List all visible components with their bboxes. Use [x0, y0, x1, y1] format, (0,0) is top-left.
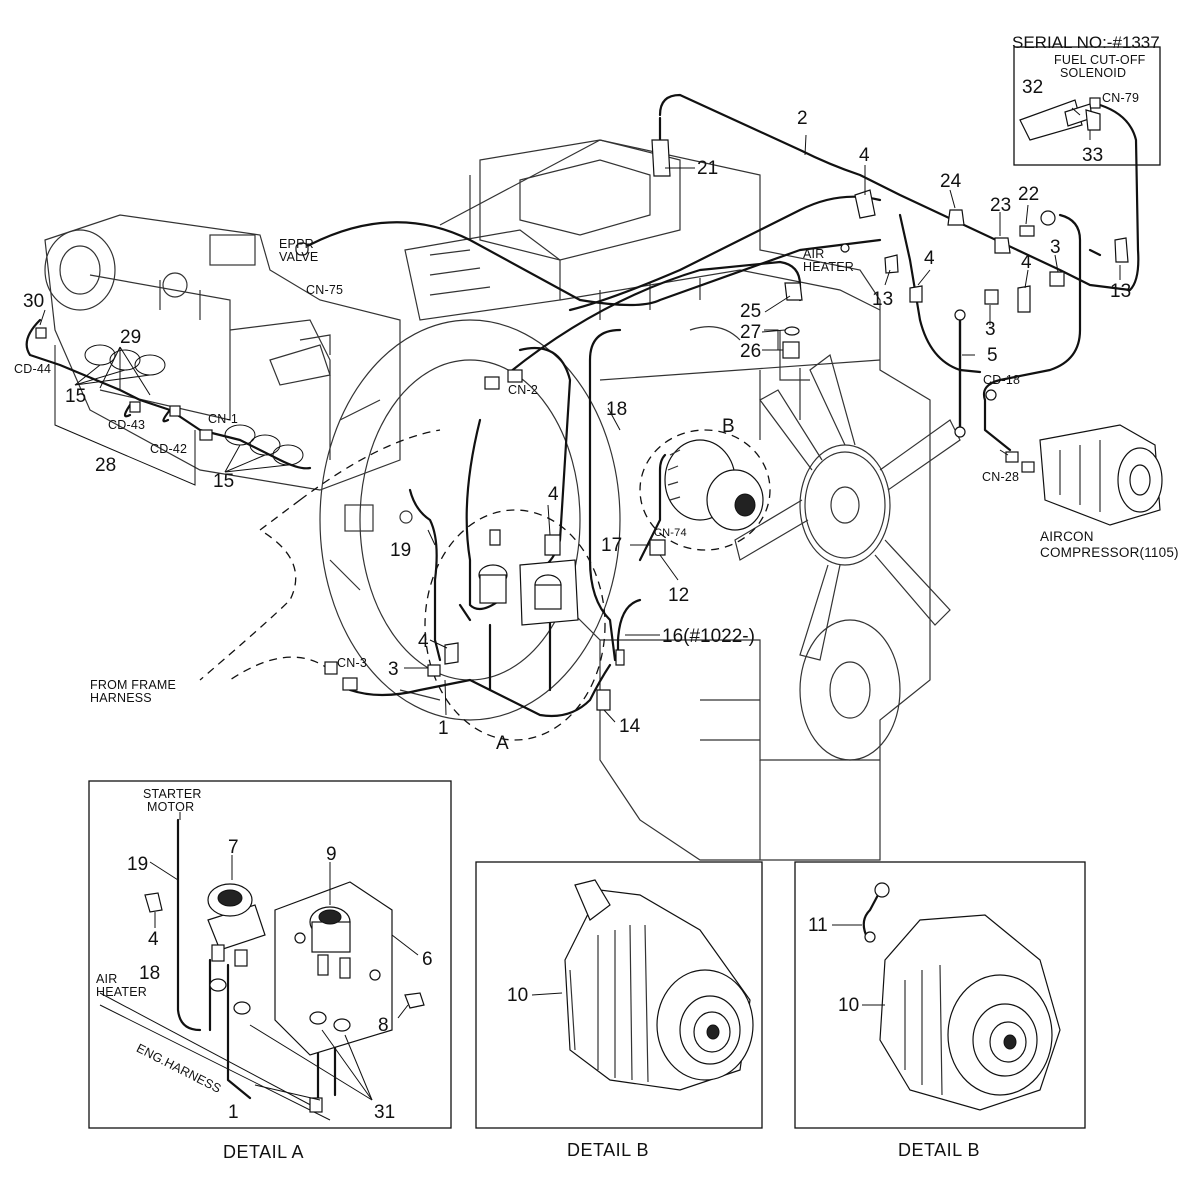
part-label-4c: 4: [1021, 252, 1032, 273]
part-label-4d: 4: [548, 484, 559, 505]
compressor-note: COMPRESSOR(1105): [1040, 545, 1179, 560]
detail-a-label-9: 9: [326, 844, 337, 865]
part-label-4b: 4: [924, 248, 935, 269]
part-5-rod: [954, 309, 966, 438]
part-label-28: 28: [95, 455, 117, 476]
detail-a-label-8: 8: [378, 1015, 389, 1036]
part-label-12: 12: [668, 585, 690, 606]
part-label-25: 25: [740, 301, 762, 322]
solenoid-note: SOLENOID: [1060, 66, 1127, 80]
part-label-30: 30: [23, 291, 45, 312]
detail-a-drawing: [99, 812, 425, 1121]
detail-b1-alternator: [531, 879, 754, 1091]
hydraulic-pump-outline: [44, 214, 401, 491]
detail-a-frame: [88, 780, 452, 1129]
part-label-23: 23: [990, 195, 1012, 216]
part-label-22: 22: [1018, 184, 1040, 205]
eppr-valve-note-eppr: EPPR: [279, 237, 314, 251]
detail-b2-alternator: [832, 882, 1061, 1111]
connector-label-cn2: CN-2: [508, 383, 538, 397]
connector-label-cd44: CD-44: [14, 362, 52, 376]
part-label-b: B: [722, 416, 735, 437]
frame-harness-dashed-line: [199, 429, 441, 681]
part-label-13b: 13: [1110, 281, 1132, 302]
part-label-17: 17: [601, 535, 623, 556]
starter-relays-main: [478, 559, 579, 626]
part-label-4e: 4: [418, 631, 429, 652]
part-label-16: 16(#1022-): [662, 626, 755, 647]
alternator-main: [664, 439, 764, 531]
air-heater-a-note-air: AIR: [96, 972, 118, 986]
caption-detail-b1: DETAIL B: [567, 1140, 650, 1160]
fuel-cutoff-note: FUEL CUT-OFF: [1054, 53, 1146, 67]
aircon-note: AIRCON: [1040, 529, 1094, 544]
detail-b2-label-11: 11: [808, 915, 828, 936]
part-label-3a: 3: [1050, 237, 1061, 258]
serial-number-box: [1013, 46, 1161, 166]
detail-a-label-7: 7: [228, 837, 239, 858]
detail-b1-frame: [475, 861, 763, 1129]
caption-detail-b2: DETAIL B: [898, 1140, 981, 1160]
fuel-cutoff-solenoid: [1019, 99, 1101, 141]
clip-brackets: [444, 189, 1129, 665]
part-label-13a: 13: [872, 289, 894, 310]
part-label-29: 29: [120, 327, 142, 348]
air-heater-note-heater: HEATER: [803, 260, 854, 274]
connector-label-cd43: CD-43: [108, 418, 146, 432]
connector-label-cn1: CN-1: [208, 412, 238, 426]
detail-a-label-18: 18: [139, 963, 161, 984]
part-label-15a: 15: [65, 386, 87, 407]
air-heater-a-note-heater: HEATER: [96, 985, 147, 999]
part-label-33: 33: [1082, 145, 1104, 166]
connector-label-cn79: CN-79: [1102, 91, 1140, 105]
detail-a-label-1: 1: [228, 1102, 239, 1123]
eppr-valve-note-valve: VALVE: [279, 250, 319, 264]
detail-b-callout-circle: [639, 429, 771, 551]
part-label-2: 2: [797, 108, 808, 129]
air-heater-note-air: AIR: [803, 247, 825, 261]
connector-blocks: [35, 97, 1101, 711]
connector-label-cn3: CN-3: [337, 656, 367, 670]
part-label-24: 24: [940, 171, 962, 192]
detail-a-label-4: 4: [148, 929, 159, 950]
part-label-27: 27: [740, 322, 762, 343]
connector-label-cn74: CN-74: [654, 527, 687, 539]
motor-note: MOTOR: [147, 800, 195, 814]
caption-detail-a: DETAIL A: [223, 1142, 305, 1162]
part-label-3c: 3: [388, 659, 399, 680]
detail-a-callout-circle: [424, 509, 606, 741]
part-label-3b: 3: [985, 319, 996, 340]
connector-label-cn28: CN-28: [982, 470, 1020, 484]
part-label-19: 19: [390, 540, 412, 561]
harness-note: HARNESS: [90, 691, 152, 705]
connector-label-cn75: CN-75: [306, 283, 344, 297]
part-label-a: A: [496, 733, 509, 754]
connector-label-cd42: CD-42: [150, 442, 188, 456]
part-label-5: 5: [987, 345, 998, 366]
detail-b2-frame: [794, 861, 1086, 1129]
detail-b1-label-10: 10: [507, 985, 529, 1006]
serial-number-label: SERIAL NO:-#1337: [1012, 33, 1160, 52]
part-label-18: 18: [606, 399, 628, 420]
detail-a-label-6: 6: [422, 949, 433, 970]
part-label-4a: 4: [859, 145, 870, 166]
aircon-compressor: [1039, 424, 1163, 526]
part-label-21: 21: [697, 158, 719, 179]
connector-label-cd18: CD-18: [983, 373, 1021, 387]
sealing-rings-29-15: [84, 344, 304, 466]
detail-b2-label-10: 10: [838, 995, 860, 1016]
part-label-32: 32: [1022, 77, 1044, 98]
from-frame-note: FROM FRAME: [90, 678, 177, 692]
part-label-1: 1: [438, 718, 449, 739]
starter-note: STARTER: [143, 787, 202, 801]
detail-a-label-31: 31: [374, 1102, 396, 1123]
leader-lines: [39, 107, 1121, 723]
detail-a-label-19: 19: [127, 854, 149, 875]
part-label-26: 26: [740, 341, 762, 362]
engine-block-outline: [319, 139, 961, 861]
part-label-15b: 15: [213, 471, 235, 492]
part-label-14: 14: [619, 716, 641, 737]
